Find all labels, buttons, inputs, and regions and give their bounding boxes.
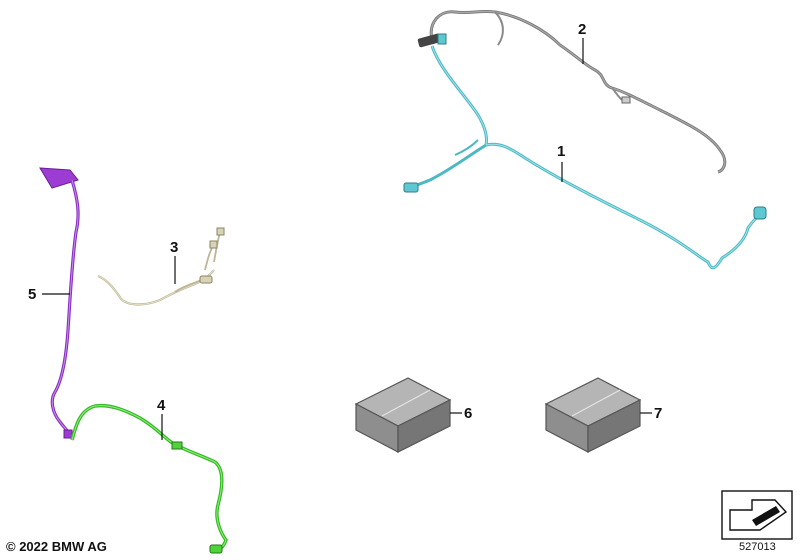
callout-4: 4 xyxy=(157,397,166,414)
box-part-6[interactable] xyxy=(354,377,452,453)
callout-2: 2 xyxy=(578,21,586,38)
callout-5: 5 xyxy=(28,286,36,303)
diagram-number: 527013 xyxy=(739,541,776,553)
callout-1: 1 xyxy=(557,143,565,160)
cable-part-4[interactable] xyxy=(70,403,228,554)
arrow-icon[interactable] xyxy=(721,490,793,540)
callout-6: 6 xyxy=(464,405,472,422)
callout-7: 7 xyxy=(654,405,662,422)
callout-3: 3 xyxy=(170,239,178,256)
cable-part-3[interactable] xyxy=(97,227,225,306)
cable-part-2[interactable] xyxy=(417,9,727,174)
box-part-7[interactable] xyxy=(544,377,642,453)
cable-part-5[interactable] xyxy=(39,167,80,439)
copyright-text: © 2022 BMW AG xyxy=(6,539,107,554)
cable-part-1[interactable] xyxy=(403,33,767,270)
